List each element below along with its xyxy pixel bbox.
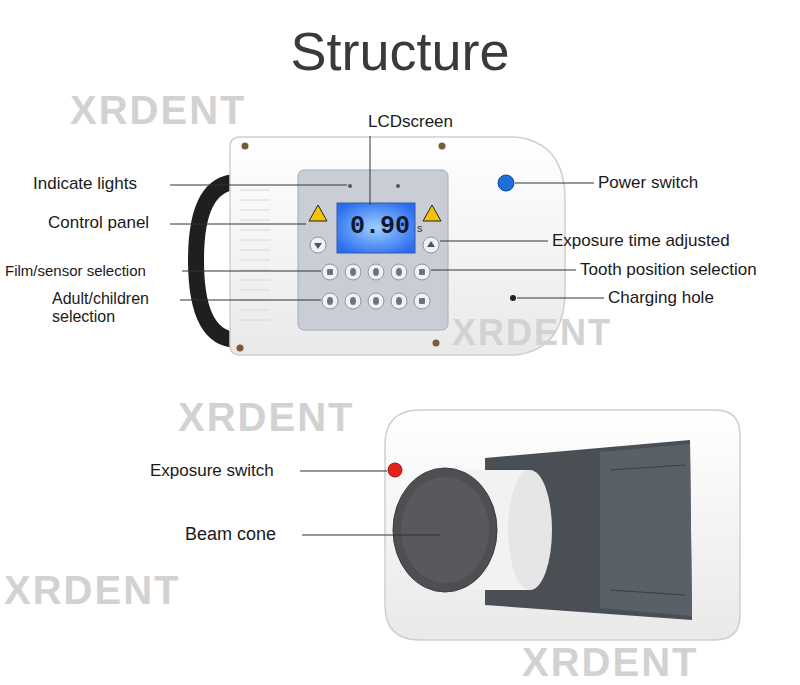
watermark: XRDENT (522, 640, 698, 685)
watermark: XRDENT (4, 568, 180, 613)
part-label: LCDscreen (368, 112, 453, 132)
watermark: XRDENT (452, 312, 612, 354)
part-label: Charging hole (608, 288, 714, 308)
part-label: Tooth position selection (580, 260, 757, 280)
page-title: Structure (0, 20, 800, 82)
lcd-reading: 0.90 (350, 212, 410, 241)
part-label: Adult/children selection (52, 290, 180, 326)
unit-mark: s (417, 222, 423, 234)
part-label: Film/sensor selection (5, 262, 146, 279)
part-label: Control panel (48, 213, 149, 233)
part-label: Beam cone (185, 524, 276, 545)
part-label: Exposure time adjusted (552, 231, 730, 251)
part-label: Indicate lights (33, 174, 137, 194)
watermark: XRDENT (70, 88, 246, 133)
part-label: Exposure switch (150, 461, 274, 481)
watermark: XRDENT (178, 395, 354, 440)
part-label: Power switch (598, 173, 698, 193)
